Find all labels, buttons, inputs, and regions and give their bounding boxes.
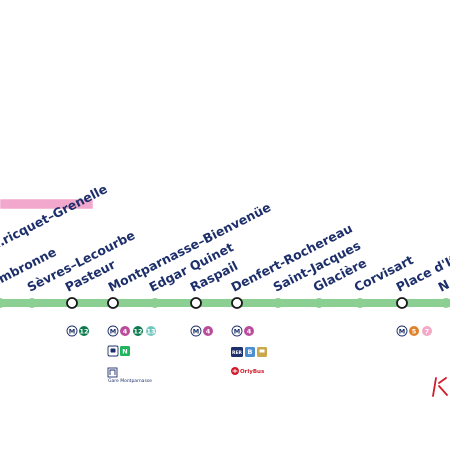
- line-4-icon: [120, 326, 130, 336]
- line-5-label: 5: [412, 328, 417, 336]
- connections-denfert: M 4 RER B OrlyBus: [231, 325, 267, 375]
- line-13-icon: [146, 326, 156, 336]
- connections-raspail: M 4: [190, 325, 213, 337]
- station-dot-edgar-quinet[interactable]: [150, 298, 160, 308]
- station-dot-nationale[interactable]: [441, 298, 450, 308]
- line-12-icon: [133, 326, 143, 336]
- metro-m-label: M: [193, 328, 199, 336]
- station-dot-saint-jacques[interactable]: [273, 298, 283, 308]
- metro-m-icon: [231, 325, 243, 337]
- rer-b-label: B: [248, 348, 253, 356]
- connections-montparnasse: M 4 12 13 N Gare Montparnasse: [107, 325, 156, 384]
- line-5-icon: [409, 326, 419, 336]
- station-interchange-denfert[interactable]: [231, 297, 243, 309]
- metro-m-icon: [190, 325, 202, 337]
- line-4-label: 4: [247, 328, 252, 336]
- line-4-label: 4: [206, 328, 211, 336]
- line-12-label: 12: [133, 328, 142, 336]
- connections-pasteur: M 12: [66, 325, 89, 337]
- partial-logo-fragment: [432, 377, 448, 397]
- metro-m-icon: [396, 325, 408, 337]
- metro-m-label: M: [234, 328, 240, 336]
- line-7-label: 7: [425, 328, 430, 336]
- station-label-dupleix: …ricquet–Grenelle: [0, 181, 110, 253]
- rer-label: RER: [232, 350, 243, 356]
- metro-m-label: M: [69, 328, 75, 336]
- orlybus-plane-shape: [232, 369, 238, 373]
- line-7-icon: [422, 326, 432, 336]
- metro-m-icon: [107, 325, 119, 337]
- train-icon-body: [110, 348, 116, 353]
- line-12-icon: [79, 326, 89, 336]
- station-interchange-raspail[interactable]: [190, 297, 202, 309]
- line-4-icon: [244, 326, 254, 336]
- railway-station-icon: [107, 367, 118, 378]
- station-dot-glaciere[interactable]: [314, 298, 324, 308]
- station-dot-corvisart[interactable]: [355, 298, 365, 308]
- station-interchange-italie[interactable]: [396, 297, 408, 309]
- line-12-label: 12: [79, 328, 88, 336]
- railway-station-icon-shape: [109, 369, 116, 375]
- line-4-label: 4: [123, 328, 128, 336]
- rer-b-badge: [245, 347, 255, 357]
- rer-badge: [231, 347, 243, 357]
- gare-montparnasse-caption: Gare Montparnasse: [108, 378, 152, 384]
- transilien-n-label: N: [122, 348, 127, 356]
- bus-icon-window: [259, 349, 265, 353]
- orlybus-label: OrlyBus: [240, 369, 265, 375]
- connections-italie: M 5 7: [396, 325, 432, 337]
- pink-line-border: [0, 198, 94, 210]
- pink-line-segment: [0, 199, 93, 209]
- station-dot-sevres-lecourbe[interactable]: [27, 298, 37, 308]
- metro-m-label: M: [399, 328, 405, 336]
- line-6-track: [0, 299, 450, 307]
- station-interchange-montparnasse[interactable]: [107, 297, 119, 309]
- station-dot-cambronne[interactable]: [0, 298, 5, 308]
- metro-m-label: M: [110, 328, 116, 336]
- line-13-label: 13: [146, 328, 155, 336]
- transilien-n-badge: [120, 346, 130, 356]
- station-interchange-pasteur[interactable]: [66, 297, 78, 309]
- line-4-icon: [203, 326, 213, 336]
- metro-m-icon: [66, 325, 78, 337]
